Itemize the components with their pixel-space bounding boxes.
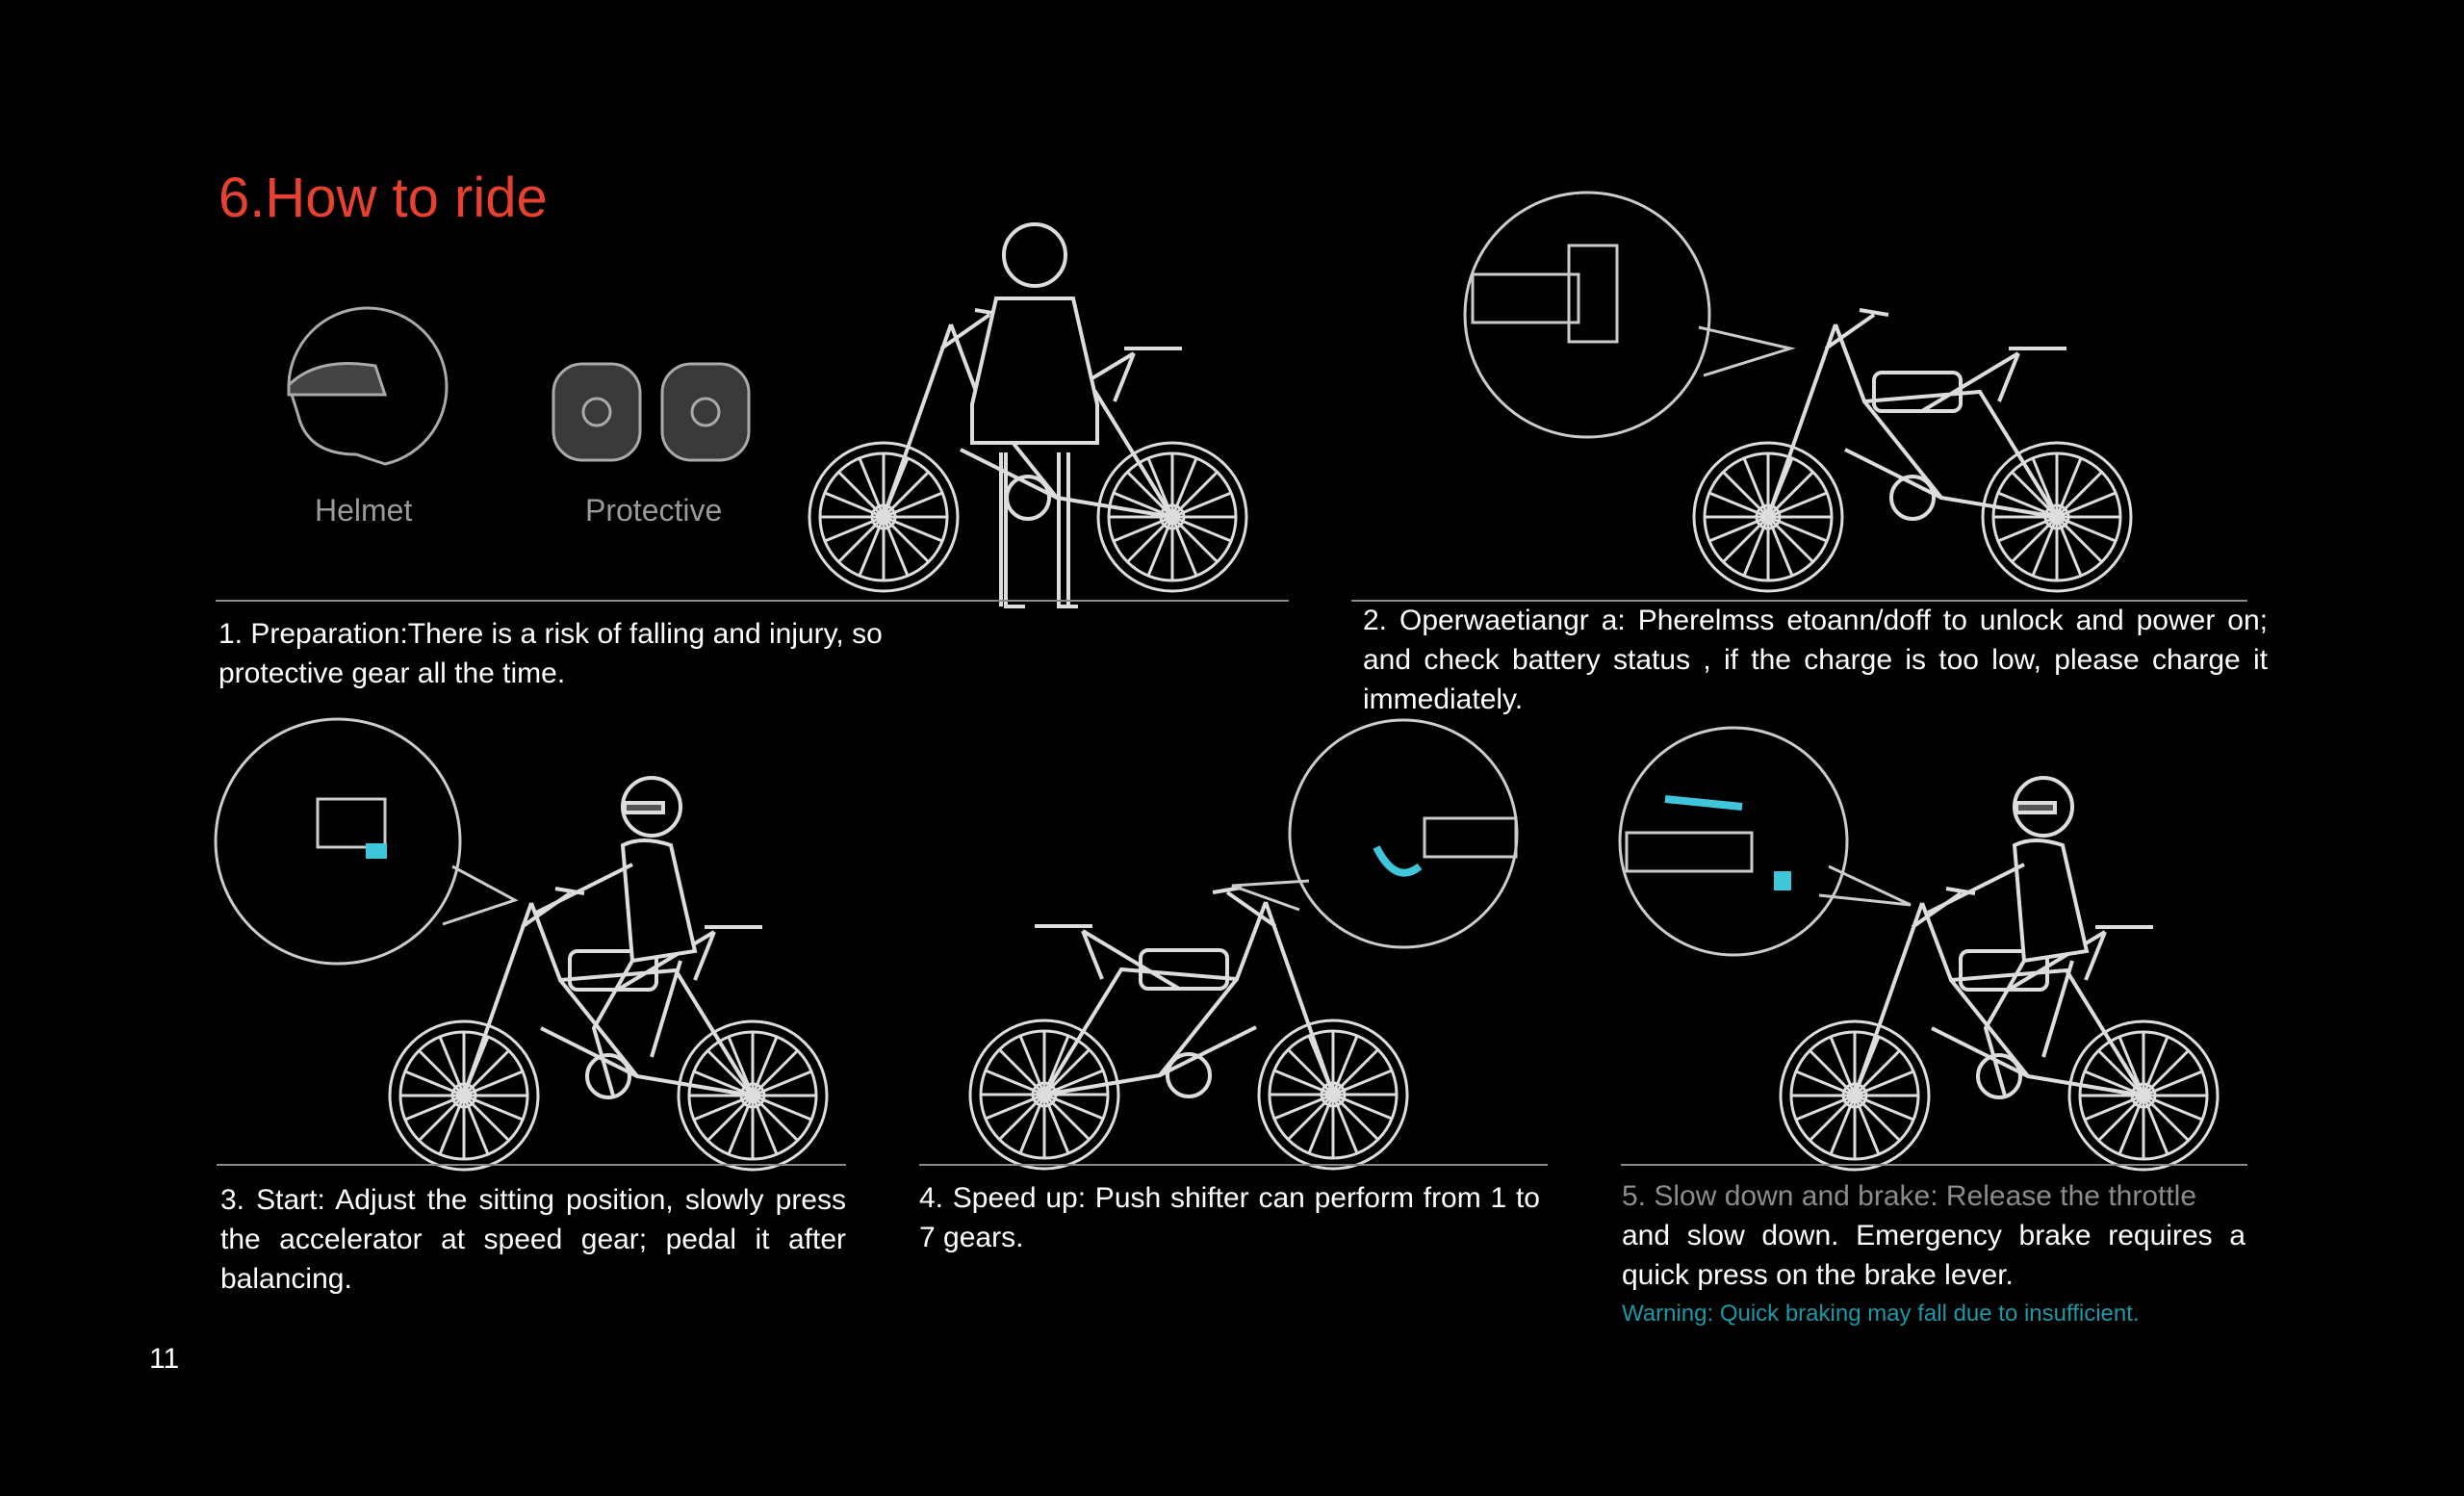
divider-1 — [216, 600, 1289, 602]
step-3-text: 3. Start: Adjust the sitting position, s… — [220, 1184, 846, 1295]
knee-pads-icon — [552, 362, 751, 462]
step-5-warning: Warning: Quick braking may fall due to i… — [1622, 1301, 2140, 1327]
brake-zoom-icon-5 — [1618, 726, 1912, 957]
standing-rider-icon — [970, 222, 1099, 608]
step-1-text: 1. Preparation:There is a risk of fallin… — [218, 618, 883, 689]
handlebar-zoom-icon-2 — [1463, 191, 1796, 439]
step-2-text: 2. Operwaetiangr a: Pherelmss etoann/dof… — [1363, 605, 2268, 715]
divider-2 — [1351, 600, 2247, 602]
section-title: 6.How to ride — [218, 167, 548, 229]
helmet-icon — [287, 306, 449, 466]
helmet-label: Helmet — [315, 493, 413, 528]
step-4-text: 4. Speed up: Push shifter can perform fr… — [919, 1182, 1540, 1253]
bike-illustration-2 — [1694, 310, 2131, 591]
throttle-zoom-icon-3 — [214, 717, 519, 966]
divider-4 — [919, 1164, 1548, 1166]
shifter-zoom-icon-4 — [1231, 718, 1519, 949]
divider-3 — [217, 1164, 846, 1166]
step-5-heading: 5. Slow down and brake: Release the thro… — [1622, 1180, 2197, 1212]
bike-illustration-3 — [390, 776, 827, 1170]
protective-label: Protective — [585, 493, 723, 528]
divider-5 — [1621, 1164, 2247, 1166]
step-5-text: and slow down. Emergency brake requires … — [1622, 1220, 2246, 1291]
step-5-block: 5. Slow down and brake: Release the thro… — [1622, 1176, 2246, 1328]
page-number: 11 — [149, 1343, 180, 1375]
